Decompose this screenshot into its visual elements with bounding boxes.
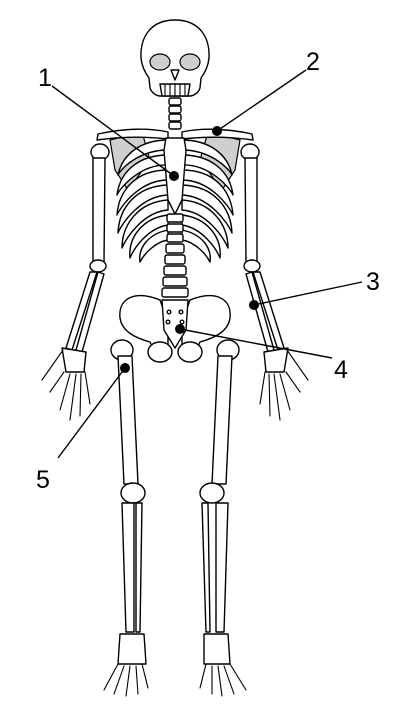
right-foot	[199, 633, 247, 697]
label-2: 2	[306, 48, 320, 76]
label-5: 5	[36, 466, 50, 494]
left-leg	[110, 339, 146, 633]
rib-cage	[116, 139, 234, 263]
right-leg	[199, 339, 240, 633]
leader-line-2	[216, 69, 307, 132]
label-1: 1	[38, 64, 52, 92]
leader-lines	[51, 69, 363, 459]
leader-line-4	[179, 328, 333, 359]
leader-line-3	[253, 281, 363, 306]
left-foot	[103, 633, 149, 697]
pointer-dot-1	[169, 171, 179, 181]
pelvis	[119, 295, 231, 363]
leader-line-1	[51, 85, 175, 177]
pointer-dot-3	[249, 300, 259, 310]
left-hand	[41, 347, 91, 421]
spine	[161, 213, 189, 298]
label-3: 3	[366, 268, 380, 296]
pointer-dot-2	[212, 126, 222, 136]
right-arm	[240, 143, 285, 353]
pointer-dot-5	[120, 363, 130, 373]
skull	[140, 19, 210, 97]
pointer-dot-4	[175, 324, 185, 334]
leader-line-5	[57, 367, 126, 459]
left-arm	[65, 143, 110, 353]
cervical-spine	[168, 97, 182, 130]
right-hand	[259, 347, 309, 421]
label-4: 4	[334, 356, 348, 384]
